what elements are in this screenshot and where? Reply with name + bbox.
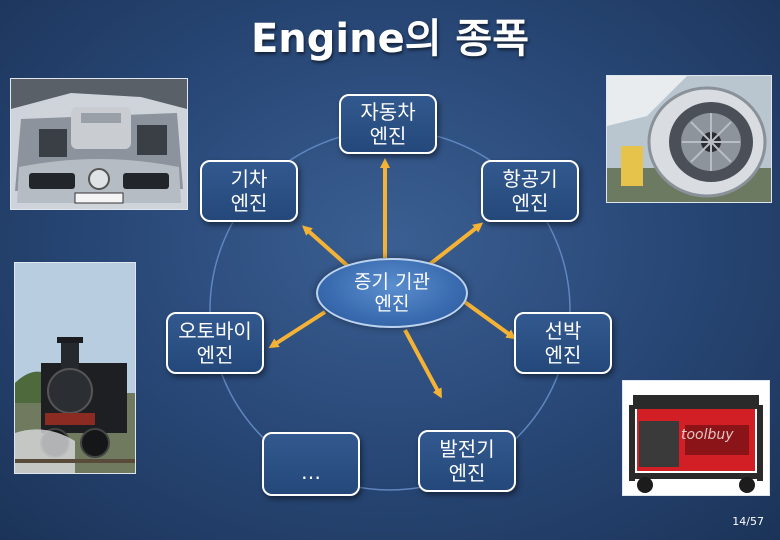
generator-watermark: toolbuy bbox=[681, 427, 734, 443]
arrow-to-aircraft bbox=[425, 225, 480, 268]
steam-locomotive-photo bbox=[14, 262, 136, 474]
jet-engine-photo bbox=[606, 75, 772, 203]
node-train-engine: 기차 엔진 bbox=[200, 160, 298, 222]
node-aircraft-engine: 항공기 엔진 bbox=[481, 160, 579, 222]
node-etc: … bbox=[262, 432, 360, 496]
car-engine-photo bbox=[10, 78, 188, 210]
arrow-to-motorcycle bbox=[272, 312, 325, 346]
page-number: 14/57 bbox=[732, 515, 764, 528]
arrow-to-ship bbox=[462, 300, 513, 337]
node-ship-engine: 선박 엔진 bbox=[514, 312, 612, 374]
node-motorcycle-engine: 오토바이 엔진 bbox=[166, 312, 264, 374]
arrow-to-generator bbox=[405, 330, 440, 395]
node-car-engine: 자동차 엔진 bbox=[339, 94, 437, 154]
node-generator-engine: 발전기 엔진 bbox=[418, 430, 516, 492]
center-node-steam-engine: 증기 기관 엔진 bbox=[316, 258, 468, 328]
generator-photo: toolbuy bbox=[622, 380, 770, 496]
arrow-to-train bbox=[305, 228, 350, 268]
